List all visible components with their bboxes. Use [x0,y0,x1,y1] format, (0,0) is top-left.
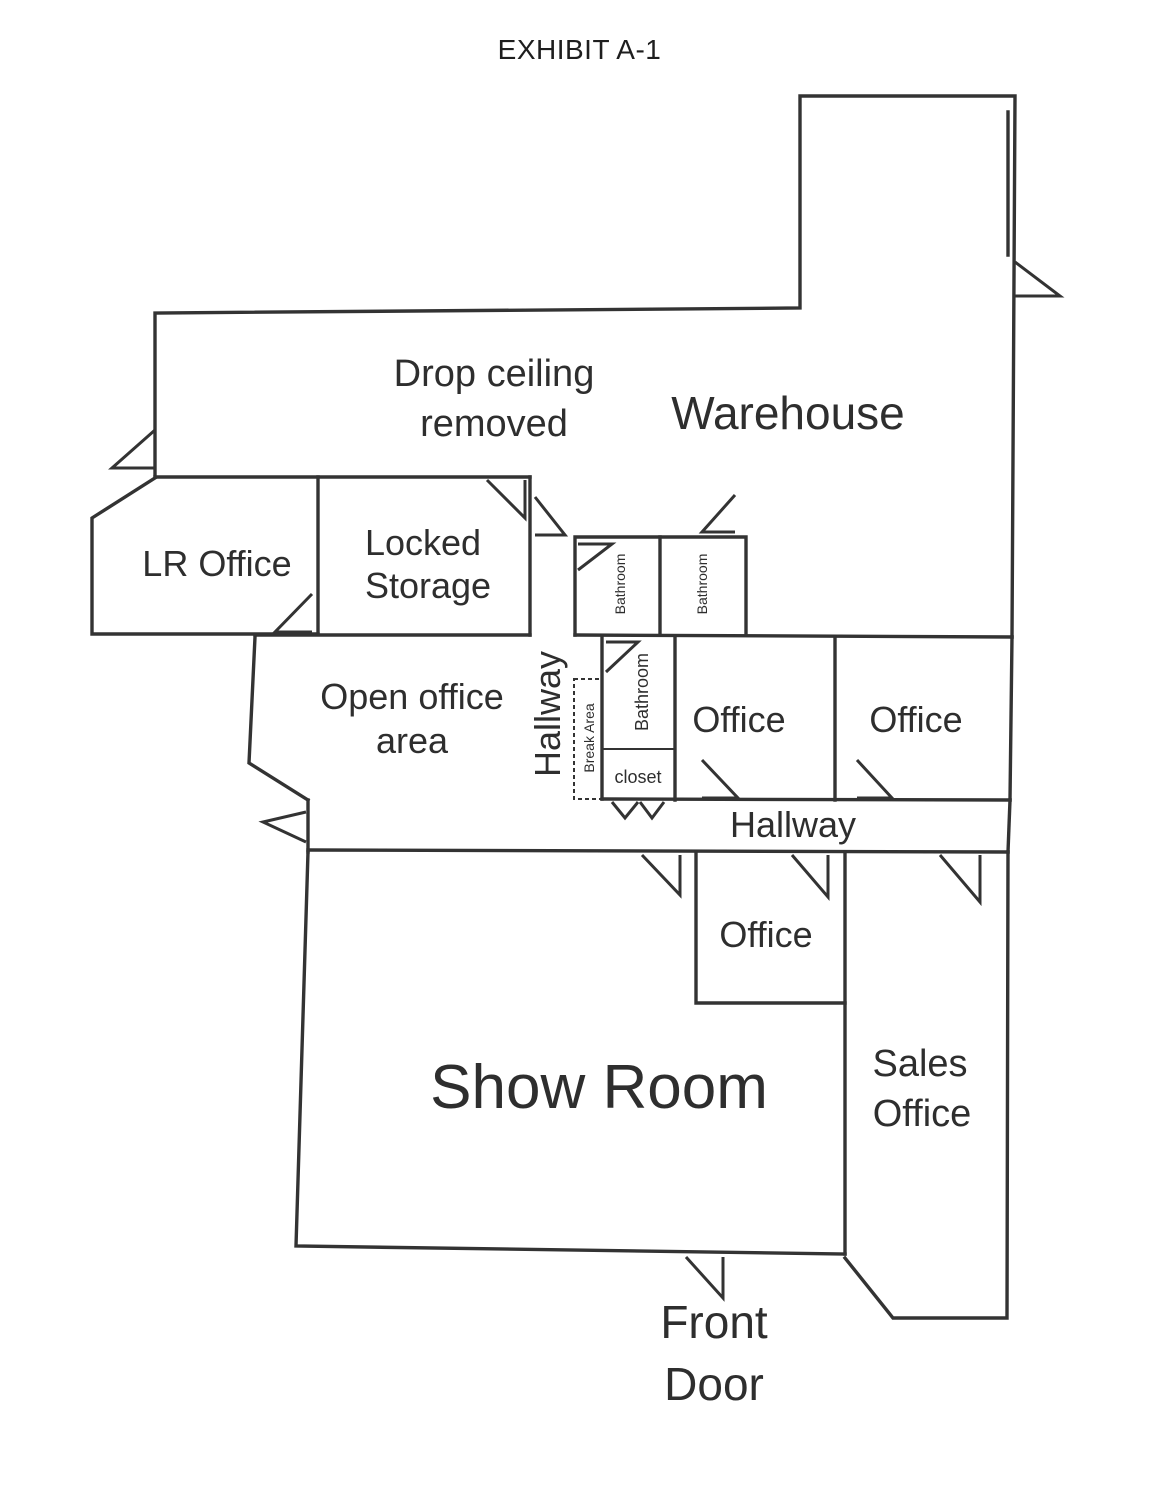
door-warehouse-left-icon [108,428,156,470]
label-bathroom-2: Bathroom [694,554,710,615]
label-front-door-line-1: Front [660,1296,768,1348]
label-open-office-line-1: Open office [320,676,503,717]
label-lr-office: LR Office [142,543,291,584]
door-open-office-icon [258,810,307,844]
interior-walls [153,475,1014,1256]
door-bathroom-2-icon [698,494,737,534]
label-warehouse: Warehouse [671,387,905,439]
label-sales-office-line-1: Sales [872,1043,967,1085]
label-bathroom-3: Bathroom [632,653,652,731]
label-locked-storage-line-1: Locked [365,522,481,563]
door-closet-left-icon [610,801,640,821]
door-closet-right-icon [638,801,666,821]
door-sales-office-icon [938,854,982,907]
label-break-area: Break Area [581,703,597,772]
door-office-2-icon [855,758,896,800]
door-hallway-top-icon [533,496,569,537]
label-office-2: Office [869,699,962,740]
door-swings [108,260,1065,1302]
label-office-3: Office [719,914,812,955]
door-bathroom-3-icon [604,640,642,674]
door-locked-storage-icon [485,478,527,522]
label-office-1: Office [692,699,785,740]
label-drop-ceiling-line-1: Drop ceiling [394,353,595,395]
room-labels: Drop ceiling removed Warehouse LR Office… [142,353,971,1410]
door-bathroom-1-icon [577,542,617,572]
door-office-3-icon [790,854,830,902]
label-hallway-vertical: Hallway [527,651,568,777]
label-drop-ceiling-line-2: removed [420,403,568,445]
door-showroom-icon [640,853,682,899]
label-locked-storage-line-2: Storage [365,565,491,606]
label-show-room: Show Room [430,1053,768,1122]
door-lr-office-icon [271,592,314,634]
label-open-office-line-2: area [376,720,449,761]
door-office-1-icon [700,758,742,800]
label-bathroom-1: Bathroom [612,554,628,615]
exterior-walls [90,94,1017,1320]
door-front-icon [684,1255,725,1302]
label-closet: closet [614,767,661,787]
exhibit-title: EXHIBIT A-1 [497,34,662,65]
label-front-door-line-2: Door [664,1358,764,1410]
label-sales-office-line-2: Office [873,1093,972,1135]
label-hallway-horizontal: Hallway [730,804,856,845]
door-warehouse-right-icon [1014,260,1065,298]
